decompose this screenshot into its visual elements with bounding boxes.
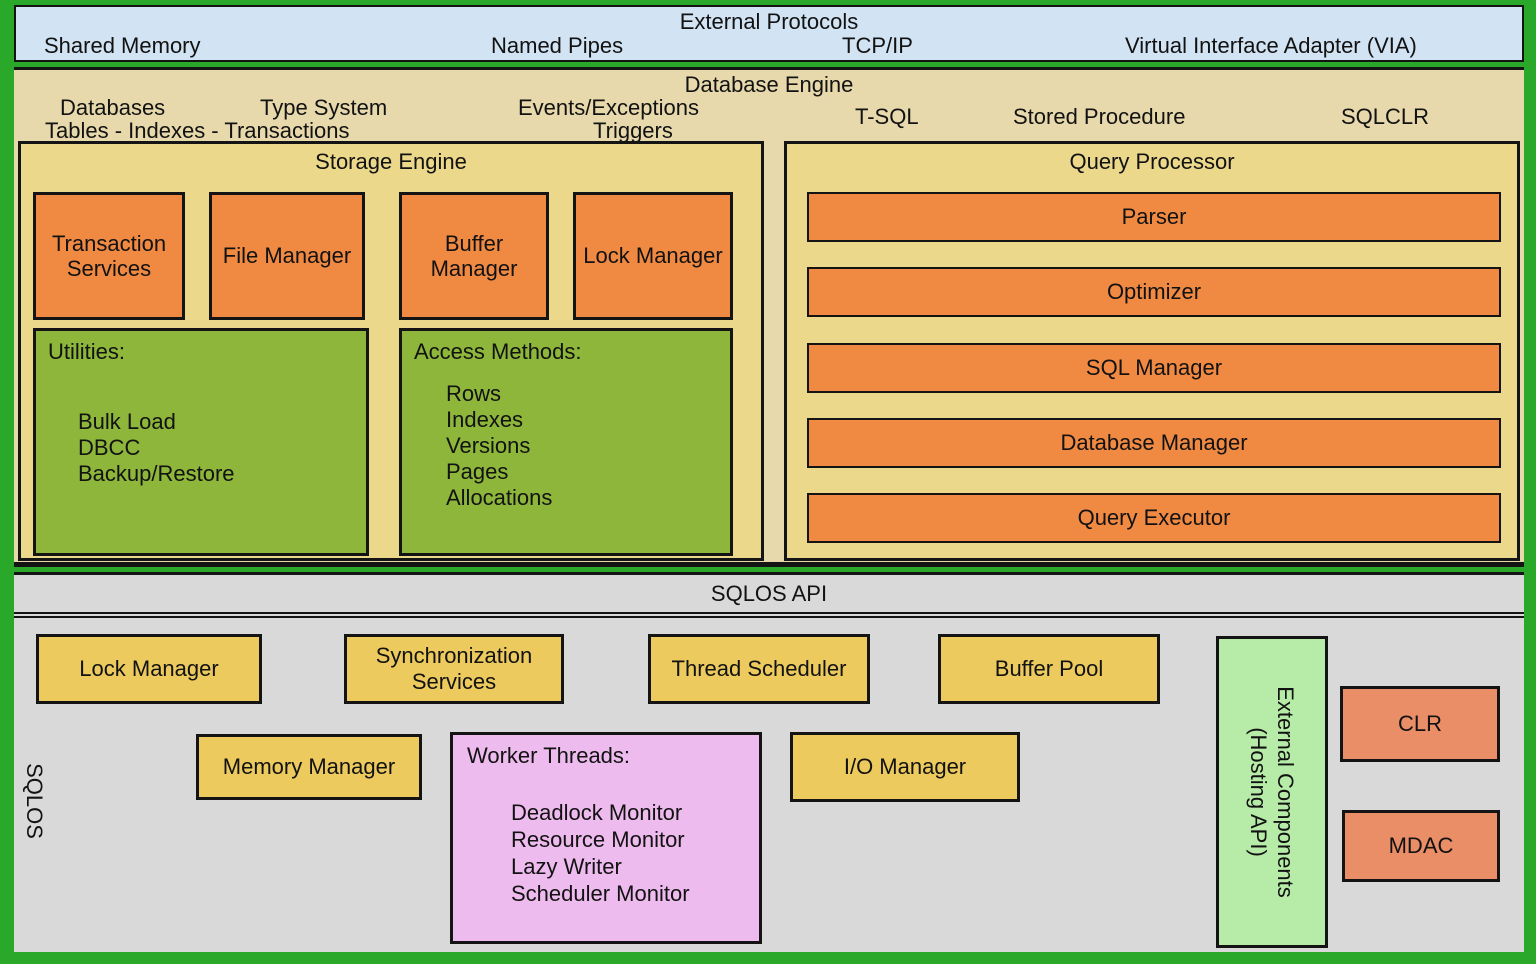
buffer-manager-box: Buffer Manager <box>399 192 549 320</box>
access-methods-title: Access Methods: <box>414 339 582 364</box>
database-engine-area: Database Engine Databases Type System Ev… <box>14 67 1524 567</box>
utilities-title: Utilities: <box>48 339 126 364</box>
sqlos-side-label: SQLOS <box>22 763 47 839</box>
transaction-services-box: Transaction Services <box>33 192 185 320</box>
file-manager-box: File Manager <box>209 192 365 320</box>
worker-threads-item: Resource Monitor <box>511 827 685 852</box>
utilities-item: Bulk Load <box>78 409 176 434</box>
memory-manager-box: Memory Manager <box>196 734 422 800</box>
query-processor-box: Query Processor Parser Optimizer SQL Man… <box>784 141 1520 561</box>
sql-manager-bar: SQL Manager <box>807 343 1501 393</box>
label-tsql: T-SQL <box>855 104 919 129</box>
storage-engine-title: Storage Engine <box>315 149 467 174</box>
worker-threads-list: Deadlock Monitor Resource Monitor Lazy W… <box>511 799 745 907</box>
optimizer-bar: Optimizer <box>807 267 1501 317</box>
sqlos-area: SQLOS Lock Manager Synchronization Servi… <box>14 618 1524 952</box>
external-components-line1: External Components <box>1273 686 1298 898</box>
external-components-line2: (Hosting API) <box>1246 727 1271 857</box>
io-manager-box: I/O Manager <box>790 732 1020 802</box>
thread-scheduler-box: Thread Scheduler <box>648 634 870 704</box>
mdac-box: MDAC <box>1342 810 1500 882</box>
query-processor-title: Query Processor <box>1069 149 1235 174</box>
buffer-pool-box: Buffer Pool <box>938 634 1160 704</box>
lock-manager-box: Lock Manager <box>573 192 733 320</box>
query-executor-bar: Query Executor <box>807 493 1501 543</box>
parser-bar: Parser <box>807 192 1501 242</box>
utilities-box: Utilities: Bulk Load DBCC Backup/Restore <box>33 328 369 556</box>
synchronization-services-box: Synchronization Services <box>344 634 564 704</box>
label-triggers: Triggers <box>593 118 673 143</box>
database-manager-bar: Database Manager <box>807 418 1501 468</box>
worker-threads-item: Scheduler Monitor <box>511 881 690 906</box>
external-components-label: External Components (Hosting API) <box>1245 686 1299 898</box>
utilities-item: DBCC <box>78 435 141 460</box>
access-methods-item: Pages <box>446 459 509 484</box>
sqlos-api-band: SQLOS API <box>14 572 1524 618</box>
protocol-shared-memory: Shared Memory <box>44 33 201 58</box>
protocol-via: Virtual Interface Adapter (VIA) <box>1125 33 1417 58</box>
database-engine-title: Database Engine <box>684 72 854 97</box>
utilities-item: Backup/Restore <box>78 461 235 486</box>
access-methods-item: Rows <box>446 381 502 406</box>
sqlos-lock-manager-box: Lock Manager <box>36 634 262 704</box>
protocol-tcp-ip: TCP/IP <box>842 33 913 58</box>
access-methods-box: Access Methods: Rows Indexes Versions Pa… <box>399 328 733 556</box>
worker-threads-title: Worker Threads: <box>467 743 631 768</box>
sqlos-api-title: SQLOS API <box>710 580 828 606</box>
storage-engine-box: Storage Engine Transaction Services File… <box>18 141 764 561</box>
label-events-exceptions: Events/Exceptions <box>518 95 699 120</box>
access-methods-item: Allocations <box>446 485 553 510</box>
utilities-list: Bulk Load DBCC Backup/Restore <box>78 409 354 487</box>
label-databases: Databases <box>60 95 166 120</box>
external-protocols-title: External Protocols <box>679 9 859 34</box>
worker-threads-item: Lazy Writer <box>511 854 622 879</box>
external-protocols-band: External Protocols Shared Memory Named P… <box>14 5 1524 62</box>
access-methods-item: Indexes <box>446 407 524 432</box>
protocol-named-pipes: Named Pipes <box>491 33 624 58</box>
label-tables-indexes-transactions: Tables - Indexes - Transactions <box>45 118 350 143</box>
worker-threads-item: Deadlock Monitor <box>511 800 683 825</box>
access-methods-list: Rows Indexes Versions Pages Allocations <box>446 381 718 511</box>
access-methods-item: Versions <box>446 433 531 458</box>
label-sqlclr: SQLCLR <box>1341 104 1430 129</box>
external-components-box: External Components (Hosting API) <box>1216 636 1328 948</box>
label-stored-procedure: Stored Procedure <box>1013 104 1186 129</box>
label-type-system: Type System <box>260 95 388 120</box>
clr-box: CLR <box>1340 686 1500 762</box>
worker-threads-box: Worker Threads: Deadlock Monitor Resourc… <box>450 732 762 944</box>
